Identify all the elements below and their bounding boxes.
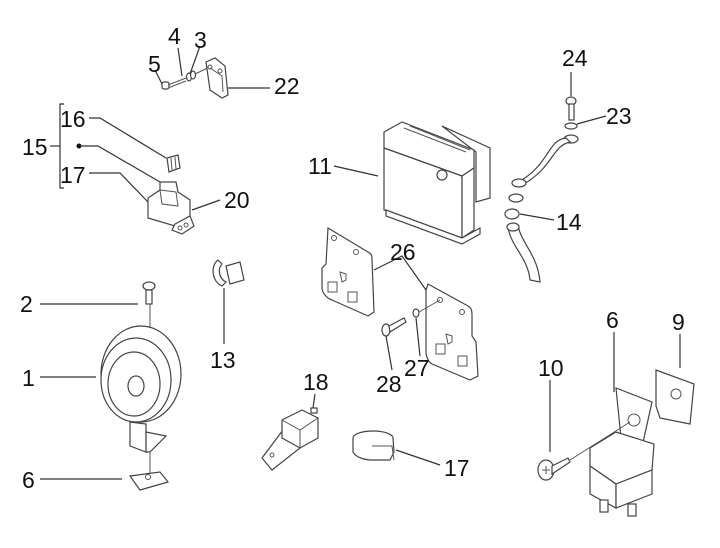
callout-13: 13 [210,347,236,373]
clip-13 [212,259,245,287]
screw-28 [381,317,407,337]
callout-2: 2 [20,291,33,317]
leader-14 [519,213,555,221]
callout-20: 20 [224,187,250,213]
callout-10: 10 [538,355,564,381]
bracket-26b [425,283,479,381]
callout-16: 16 [60,106,86,132]
leader-17 [89,172,149,203]
callout-6-relay: 6 [606,307,619,333]
screw-10 [537,457,571,481]
screw-assembly-top [161,65,213,90]
callout-27: 27 [404,355,430,381]
washer-23 [564,122,578,130]
leader-20 [191,199,221,211]
washer-27 [412,308,420,318]
leader-11 [333,165,379,177]
battery-11 [383,121,491,245]
callout-17-relay: 17 [60,162,86,188]
callout-22: 22 [274,73,300,99]
callout-9: 9 [672,309,685,335]
callout-28: 28 [376,371,402,397]
bracket-22 [205,57,229,99]
leader-23 [576,115,607,125]
hose-14 [504,208,541,283]
leader-dot [80,145,161,183]
bolt-24 [565,96,577,121]
leader-17b [395,449,441,466]
callout-23: 23 [606,103,632,129]
horn-1 [100,325,182,453]
leader-18 [312,393,316,409]
leader-5 [154,69,163,85]
callout-6-horn: 6 [22,467,35,493]
clip-nut-9 [655,369,695,425]
callout-1: 1 [22,365,35,391]
callout-17-cap: 17 [444,455,470,481]
callout-4: 4 [168,23,181,49]
leader-16 [89,117,167,159]
fuse-16 [166,154,181,173]
starter-relay-20 [147,181,195,235]
callout-24: 24 [562,45,588,71]
battery-cable [511,134,579,188]
clip-nut-6-horn [128,471,170,491]
leader-4 [177,47,183,77]
callout-11: 11 [308,153,332,179]
callout-3: 3 [194,27,207,53]
leader-27 [415,317,421,357]
relay-18 [261,407,319,471]
relay-6 [589,387,655,517]
bracket-26a [321,226,375,317]
callout-18: 18 [303,369,329,395]
leader-3 [189,45,201,75]
washer [508,193,524,203]
callout-26: 26 [390,239,416,265]
callout-5: 5 [148,51,161,77]
callout-15: 15 [22,134,48,160]
dot-marker [76,143,82,149]
callout-14: 14 [556,209,582,235]
leader-28 [385,335,393,371]
bolt-2 [142,281,156,305]
leader-26 [373,255,427,291]
rubber-cap-17 [352,430,395,461]
